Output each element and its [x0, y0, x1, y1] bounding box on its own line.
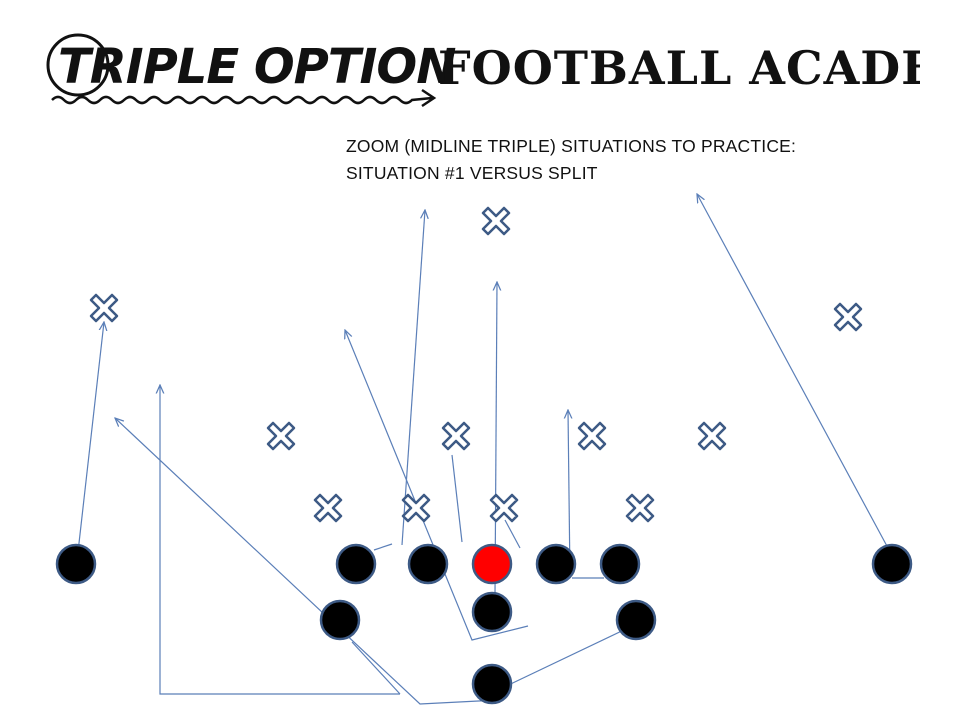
defender-tackle-left	[401, 493, 431, 523]
play-caption: ZOOM (MIDLINE TRIPLE) SITUATIONS TO PRAC…	[346, 133, 796, 187]
defender-nose	[489, 493, 519, 523]
route-slotback-right-motion	[497, 627, 629, 691]
route-center-release	[451, 454, 463, 543]
offense	[55, 543, 913, 705]
route-left-guard-release	[401, 210, 425, 546]
route-fullback-dive	[495, 282, 497, 596]
defender-outside-backer-right	[697, 421, 727, 451]
offense-right-guard	[535, 543, 577, 585]
route-qb-path	[345, 330, 529, 641]
defense	[89, 206, 863, 523]
defender-safety-deep	[481, 206, 511, 236]
offense-slotback-right	[615, 599, 657, 641]
logo-left-text: TRIPLE OPTION	[58, 39, 456, 95]
offense-split-end-right	[871, 543, 913, 585]
defender-corner-left	[89, 293, 119, 323]
offense-center-highlight	[471, 543, 513, 585]
offense-slotback-left	[319, 599, 361, 641]
route-split-end-left	[77, 322, 104, 553]
caption-line-2: SITUATION #1 VERSUS SPLIT	[346, 163, 598, 183]
logo-t-circle	[46, 33, 110, 97]
route-split-end-right	[697, 194, 889, 549]
logo-arrow-head	[421, 88, 437, 108]
route-left-tackle	[373, 543, 393, 551]
defender-outside-backer-left	[266, 421, 296, 451]
logo-left: TRIPLE OPTION	[46, 33, 457, 108]
logo-squiggle-arrow	[51, 95, 433, 105]
caption-line-1: ZOOM (MIDLINE TRIPLE) SITUATIONS TO PRAC…	[346, 136, 797, 156]
offense-split-end-left	[55, 543, 97, 585]
defender-corner-right	[833, 302, 863, 332]
logo-right-text: FOOTBALL ACADEMY	[438, 41, 920, 95]
offense-fullback	[471, 663, 513, 705]
offense-quarterback	[471, 591, 513, 633]
route-slotback-arc	[160, 385, 400, 695]
route-lines	[77, 194, 889, 705]
route-pitch-path	[115, 418, 499, 705]
logo-banner: TRIPLE OPTION FOOTBALL ACADEMY	[46, 33, 920, 108]
offense-right-tackle	[599, 543, 641, 585]
defender-end-left	[313, 493, 343, 523]
route-slotback-left-motion	[351, 641, 401, 695]
offense-left-guard	[407, 543, 449, 585]
defender-inside-backer-right	[577, 421, 607, 451]
defender-inside-backer-left	[441, 421, 471, 451]
offense-left-tackle	[335, 543, 377, 585]
route-right-guard	[504, 519, 521, 549]
defender-end-right	[625, 493, 655, 523]
